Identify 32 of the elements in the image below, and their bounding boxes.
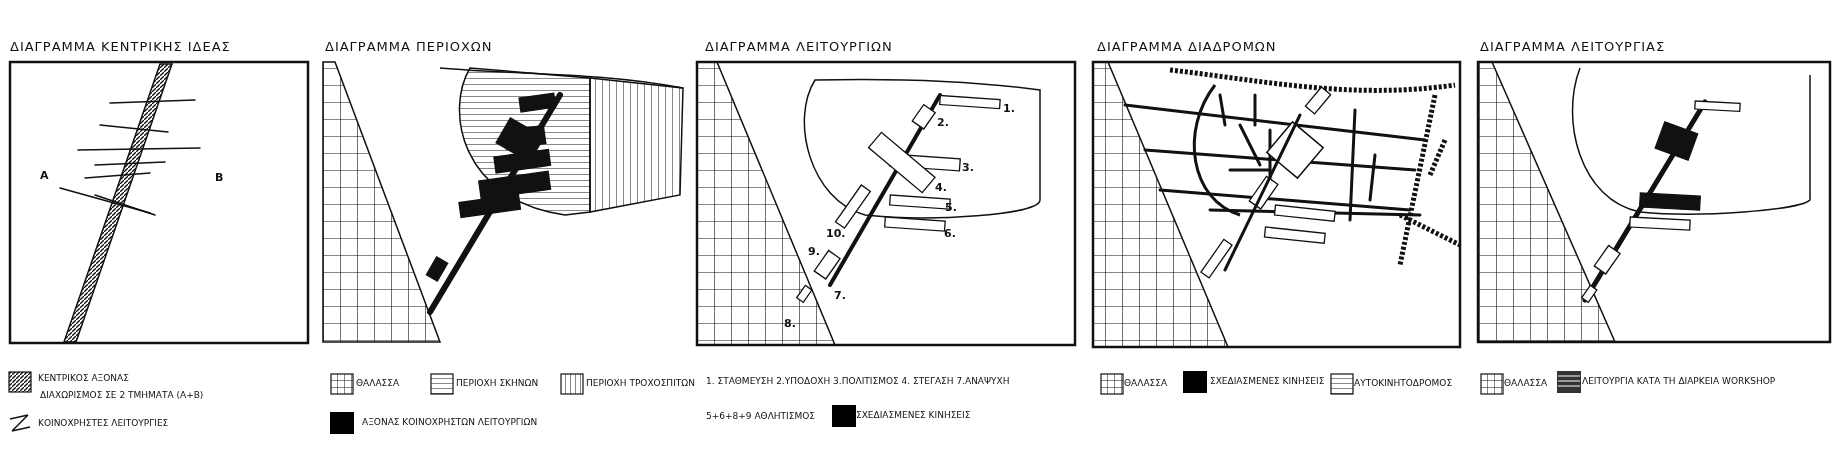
- legend-label: ΘΑΛΑΣΣΑ: [356, 379, 400, 389]
- panel-heading: ΔΙΑΓΡΑΜΜΑ ΛΕΙΤΟΥΡΓΙΩΝ: [705, 40, 893, 55]
- callout-number: 7.: [834, 290, 846, 303]
- callout-number: 10.: [826, 228, 846, 241]
- callout-number: 3.: [962, 162, 974, 175]
- panel-heading: ΔΙΑΓΡΑΜΜΑ ΛΕΙΤΟΥΡΓΙΑΣ: [1480, 40, 1666, 55]
- callout-number: 6.: [944, 228, 956, 241]
- legend-label: ΛΕΙΤΟΥΡΓΙΑ ΚΑΤΑ ΤΗ ΔΙΑΡΚΕΙΑ WORKSHOP: [1582, 377, 1776, 387]
- panel-heading: ΔΙΑΓΡΑΜΜΑ ΔΙΑΔΡΟΜΩΝ: [1097, 40, 1277, 55]
- panel-heading: ΔΙΑΓΡΑΜΜΑ ΚΕΝΤΡΙΚΗΣ ΙΔΕΑΣ: [10, 40, 231, 55]
- legend-label: ΑΞΟΝΑΣ ΚΟΙΝΟΧΡΗΣΤΩΝ ΛΕΙΤΟΥΡΓΙΩΝ: [362, 418, 538, 428]
- legend-note: ΔΙΑΧΩΡΙΣΜΟΣ ΣΕ 2 ΤΜΗΜΑΤΑ (Α+Β): [40, 391, 204, 401]
- legend-label: ΚΟΙΝΟΧΡΗΣΤΕΣ ΛΕΙΤΟΥΡΓΙΕΣ: [38, 419, 169, 429]
- legend-label: ΚΕΝΤΡΙΚΟΣ ΑΞΟΝΑΣ: [38, 374, 129, 384]
- callout-number: 1.: [1003, 103, 1015, 116]
- legend-label: ΘΑΛΑΣΣΑ: [1504, 379, 1548, 389]
- legend-label: ΘΑΛΑΣΣΑ: [1124, 379, 1168, 389]
- panel-heading: ΔΙΑΓΡΑΜΜΑ ΠΕΡΙΟΧΩΝ: [325, 40, 493, 55]
- legend-label: ΑΥΤΟΚΙΝΗΤΟΔΡΟΜΟΣ: [1354, 379, 1453, 389]
- legend-label: ΣΧΕΔΙΑΣΜΕΝΕΣ ΚΙΝΗΣΕΙΣ: [1210, 377, 1325, 387]
- legend-label: ΣΧΕΔΙΑΣΜΕΝΕΣ ΚΙΝΗΣΕΙΣ: [856, 411, 971, 421]
- callout-number: 2.: [937, 117, 949, 130]
- legend-label: ΠΕΡΙΟΧΗ ΤΡΟΧΟΣΠΙΤΩΝ: [586, 379, 695, 389]
- callout-number: 5.: [945, 202, 957, 215]
- legend-note: 1. ΣΤΑΘΜΕΥΣΗ 2.ΥΠΟΔΟΧΗ 3.ΠΟΛΙΤΙΣΜΟΣ 4. ΣΤΕΓΑΣΗ 7.ΑΝΑΨΥΧΗ: [706, 377, 1010, 387]
- zone-label: Α: [40, 170, 49, 183]
- zone-label: Β: [215, 172, 224, 185]
- legend-note: 5+6+8+9 ΑΘΛΗΤΙΣΜΟΣ: [706, 412, 815, 422]
- legend-label: ΠΕΡΙΟΧΗ ΣΚΗΝΩΝ: [456, 379, 539, 389]
- callout-number: 4.: [935, 182, 947, 195]
- callout-number: 8.: [784, 318, 796, 331]
- callout-number: 9.: [808, 246, 820, 259]
